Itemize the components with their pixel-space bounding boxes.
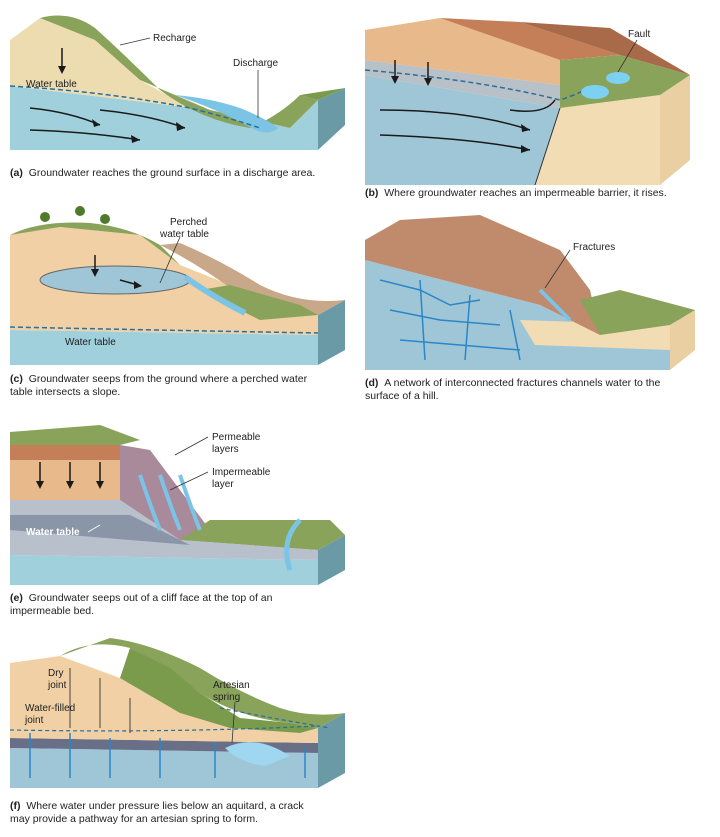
label-impermeable-2: layer: [212, 479, 234, 490]
caption-f-letter: (f): [10, 800, 21, 812]
caption-a: (a) Groundwater reaches the ground surfa…: [10, 167, 350, 180]
label-waterfilled-2: joint: [24, 715, 44, 726]
caption-e: (e) Groundwater seeps out of a cliff fac…: [10, 592, 350, 618]
caption-c: (c) Groundwater seeps from the ground wh…: [10, 373, 350, 399]
caption-e-line2: impermeable bed.: [10, 605, 95, 617]
label-impermeable-1: Impermeable: [212, 467, 271, 478]
label-permeable-1: Permeable: [212, 432, 261, 443]
panel-e: Permeable layers Impermeable layer Water…: [0, 420, 350, 620]
label-fault: Fault: [628, 29, 650, 40]
caption-f-line1: Where water under pressure lies below an…: [26, 800, 304, 812]
panel-b: Fault (b) Where groundwater reaches an i…: [360, 0, 720, 205]
caption-c-line2: table intersects a slope.: [10, 386, 121, 398]
label-permeable-2: layers: [212, 444, 239, 455]
caption-b-text: Where groundwater reaches an impermeable…: [384, 187, 667, 199]
label-perched-1: Perched: [170, 217, 207, 228]
label-fractures: Fractures: [573, 242, 615, 253]
caption-d-letter: (d): [365, 377, 379, 389]
caption-c-line1: Groundwater seeps from the ground where …: [28, 373, 308, 385]
caption-d: (d) A network of interconnected fracture…: [365, 377, 715, 403]
panel-a: Recharge Discharge Water table (a) Groun…: [0, 0, 350, 185]
label-artesian-1: Artesian: [213, 680, 250, 691]
caption-a-text: Groundwater reaches the ground surface i…: [28, 167, 316, 179]
label-water-table: Water table: [26, 79, 77, 90]
label-water-table-c: Water table: [65, 337, 116, 348]
diagram-e: Permeable layers Impermeable layer Water…: [10, 425, 345, 585]
label-dry-1: Dry: [48, 668, 64, 679]
caption-b: (b) Where groundwater reaches an imperme…: [365, 187, 715, 200]
caption-e-line1: Groundwater seeps out of a cliff face at…: [28, 592, 273, 604]
caption-a-letter: (a): [10, 167, 23, 179]
diagram-d: Fractures: [365, 215, 695, 370]
label-discharge: Discharge: [233, 58, 278, 69]
label-waterfilled-1: Water-filled: [25, 703, 75, 714]
label-artesian-2: spring: [213, 692, 240, 703]
caption-d-line2: surface of a hill.: [365, 390, 439, 402]
caption-f: (f) Where water under pressure lies belo…: [10, 800, 350, 826]
caption-f-line2: may provide a pathway for an artesian sp…: [10, 813, 259, 825]
panel-d: Fractures (d) A network of interconnecte…: [360, 210, 720, 405]
panel-f: Dry joint Water-filled joint Artesian sp…: [0, 638, 350, 837]
label-recharge: Recharge: [153, 33, 197, 44]
diagram-f: Dry joint Water-filled joint Artesian sp…: [9, 638, 345, 788]
label-water-table-e: Water table: [26, 527, 80, 538]
caption-c-letter: (c): [10, 373, 23, 385]
caption-e-letter: (e): [10, 592, 23, 604]
label-perched-2: water table: [159, 229, 209, 240]
caption-d-line1: A network of interconnected fractures ch…: [384, 377, 661, 389]
panel-c: Perched water table Water table (c) Grou…: [0, 205, 350, 405]
label-dry-2: joint: [47, 680, 67, 691]
diagram-b: Fault: [364, 18, 690, 185]
diagram-c: Perched water table Water table: [9, 206, 345, 365]
diagram-a: Recharge Discharge Water table: [9, 15, 345, 150]
caption-b-letter: (b): [365, 187, 379, 199]
